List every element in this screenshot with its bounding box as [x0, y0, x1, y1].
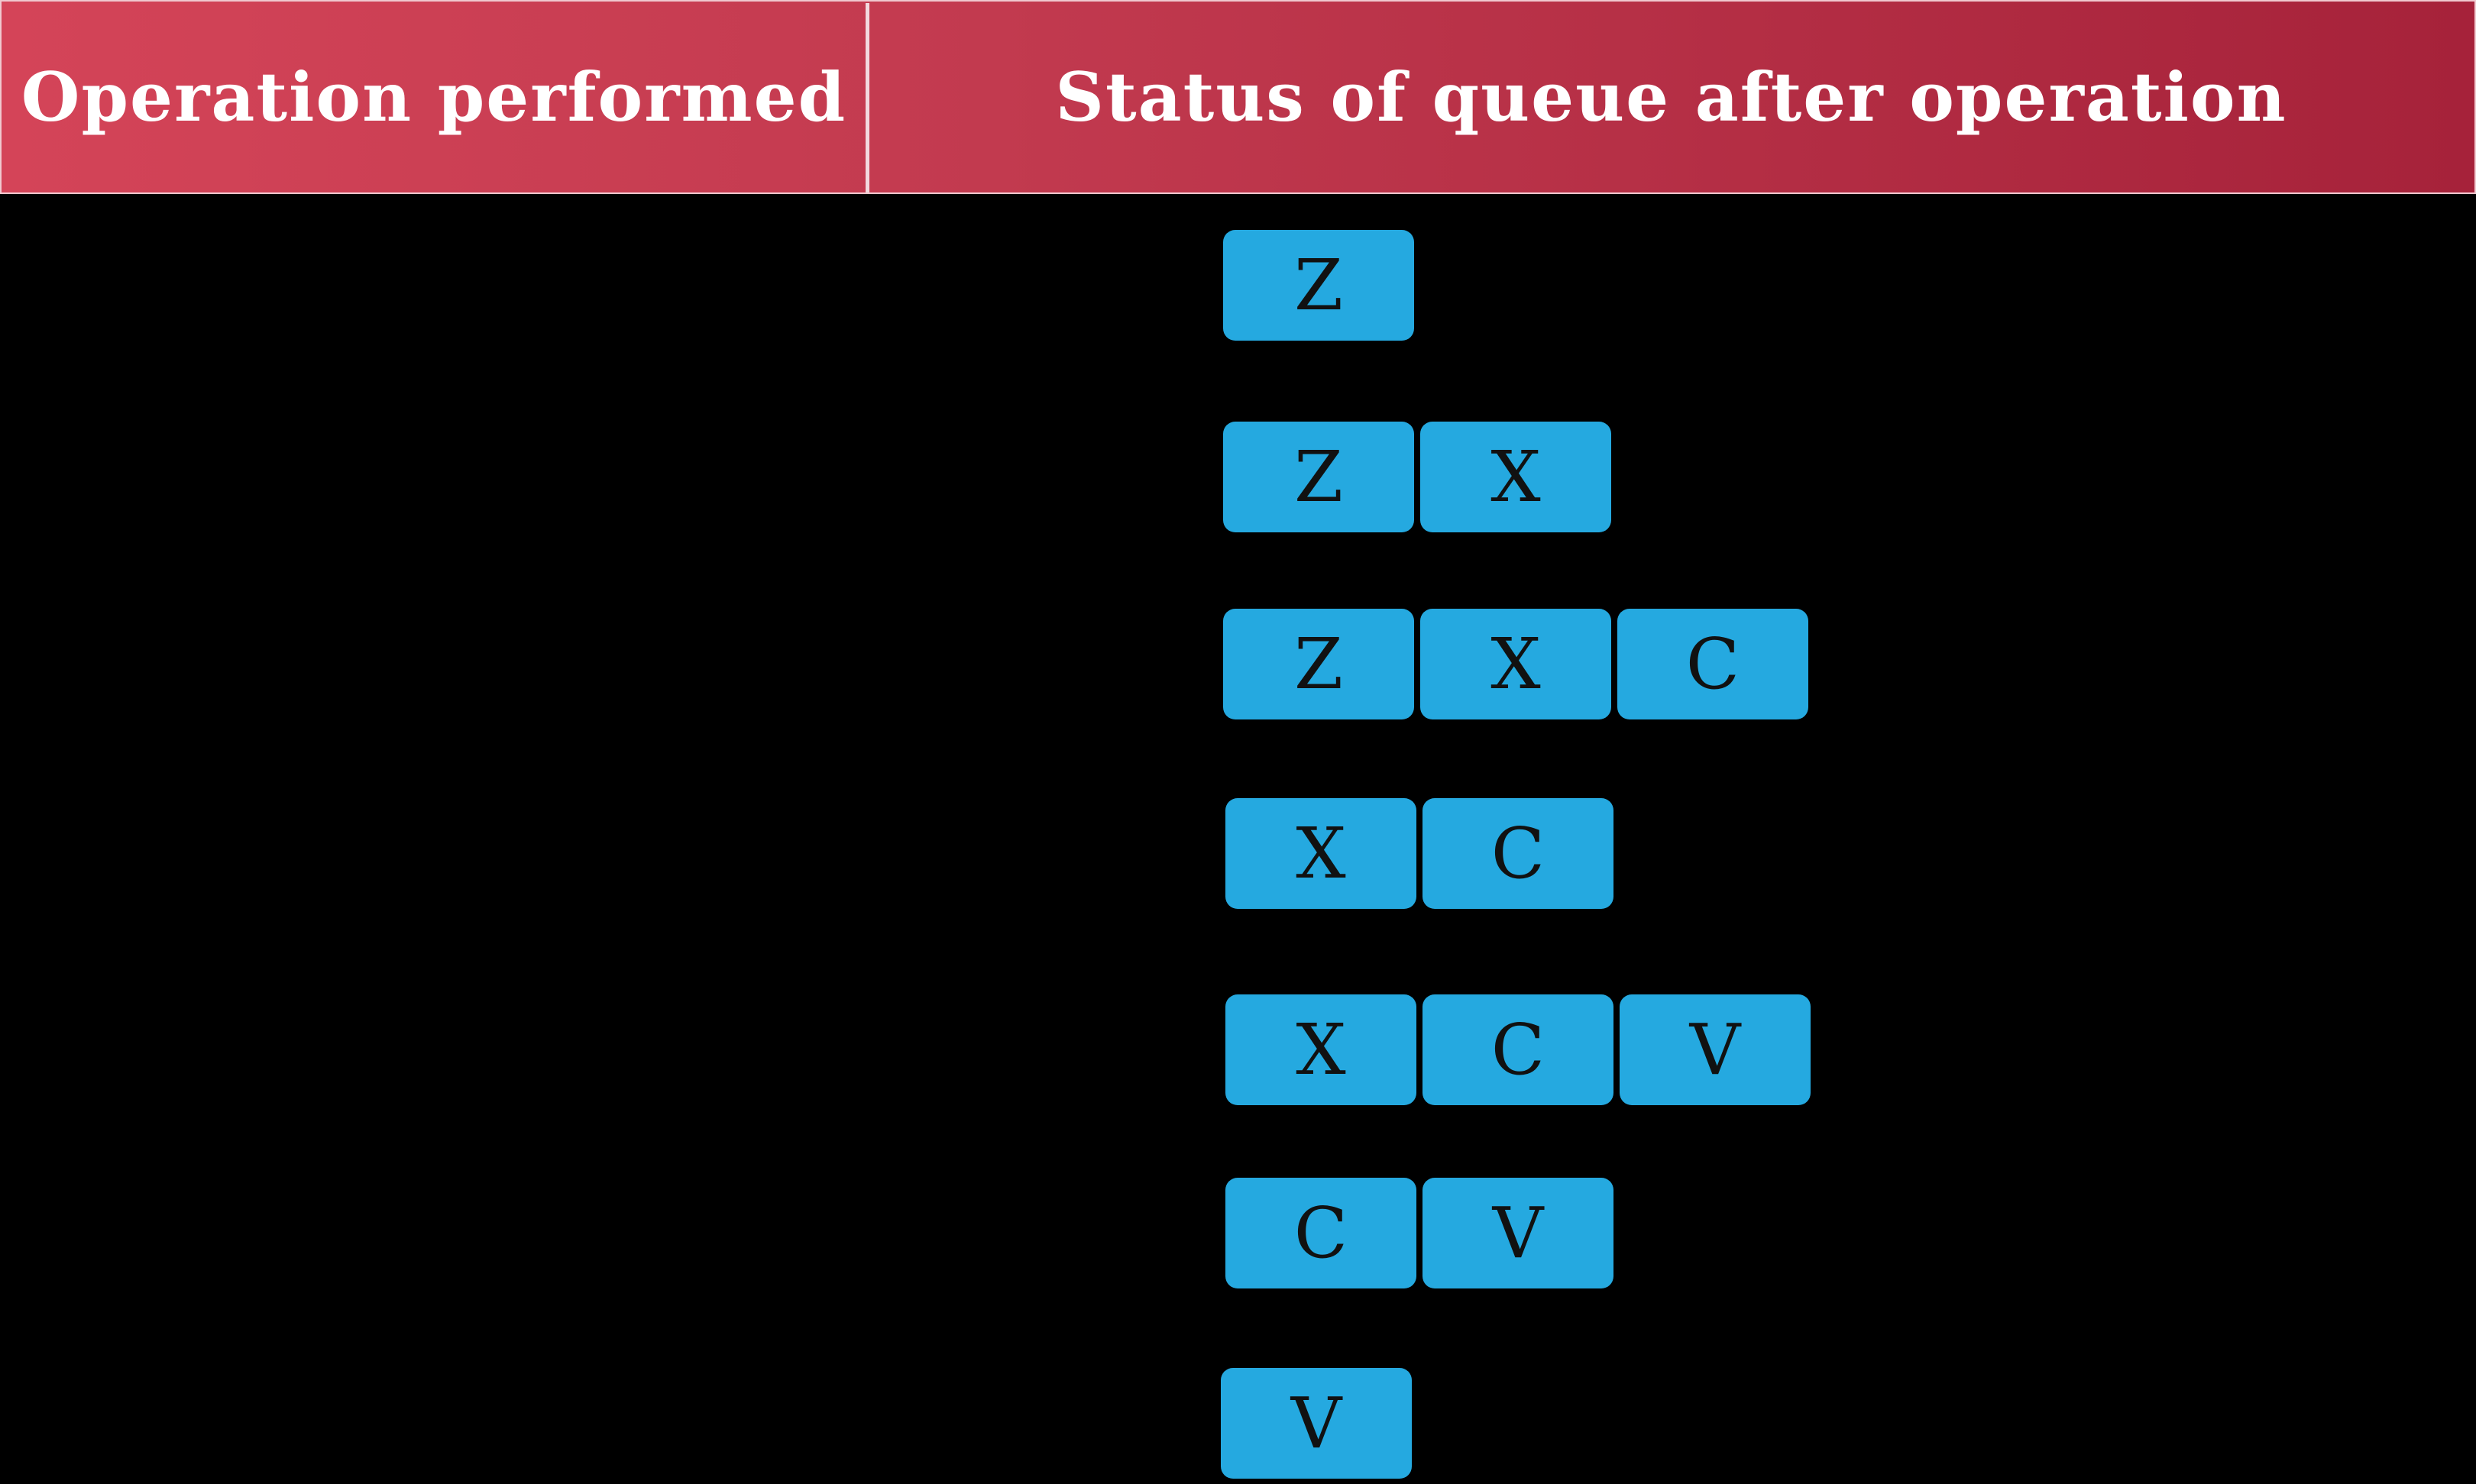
operation-cell — [0, 422, 866, 532]
table-row: V — [0, 1368, 2476, 1479]
queue-element: C — [1225, 1178, 1416, 1288]
queue-element: X — [1225, 994, 1416, 1105]
table-header: Operation performed Status of queue afte… — [0, 0, 2476, 194]
operation-cell — [0, 230, 866, 341]
queue-element: X — [1420, 609, 1611, 719]
operation-cell — [0, 1368, 866, 1479]
queue-element: C — [1617, 609, 1808, 719]
header-column-divider — [866, 3, 869, 194]
table-row: Z — [0, 230, 2476, 341]
queue-element: V — [1221, 1368, 1412, 1479]
queue-state: Z — [1223, 230, 1414, 341]
queue-element: C — [1422, 798, 1613, 909]
queue-element: Z — [1223, 422, 1414, 532]
queue-element: V — [1620, 994, 1811, 1105]
queue-element: X — [1225, 798, 1416, 909]
status-column-header: Status of queue after operation — [1055, 57, 2287, 137]
queue-element: V — [1422, 1178, 1613, 1288]
operation-cell — [0, 1178, 866, 1288]
queue-element: X — [1420, 422, 1611, 532]
queue-element: C — [1422, 994, 1613, 1105]
operation-cell — [0, 994, 866, 1105]
operation-cell — [0, 798, 866, 909]
operation-cell — [0, 609, 866, 719]
queue-state: V — [1221, 1368, 1412, 1479]
queue-element: Z — [1223, 230, 1414, 341]
queue-element: Z — [1223, 609, 1414, 719]
operation-column-header: Operation performed — [21, 57, 847, 137]
